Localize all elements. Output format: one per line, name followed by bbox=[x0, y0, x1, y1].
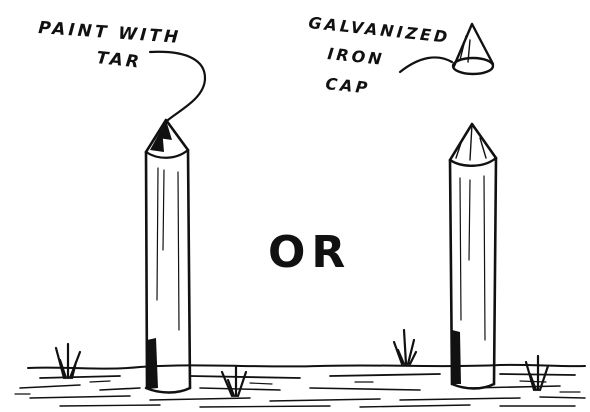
label-iron: IRON bbox=[327, 44, 386, 69]
label-cap: CAP bbox=[325, 74, 372, 98]
label-tar: TAR bbox=[95, 48, 142, 73]
post-left-icon bbox=[144, 118, 192, 394]
cone-cap-icon bbox=[451, 22, 495, 76]
grass-tuft-icon bbox=[392, 328, 418, 366]
grass-tuft-icon bbox=[54, 342, 82, 380]
leader-line-cap bbox=[398, 56, 454, 74]
grass-tuft-icon bbox=[524, 354, 550, 392]
ground bbox=[14, 363, 586, 408]
label-galvanized: GALVANIZED bbox=[308, 13, 452, 47]
post-right-icon bbox=[448, 122, 498, 390]
label-paint-with: PAINT WITH bbox=[38, 18, 182, 48]
label-or: OR bbox=[268, 227, 351, 278]
grass-tuft-icon bbox=[220, 364, 248, 398]
leader-line-tar bbox=[148, 50, 207, 122]
